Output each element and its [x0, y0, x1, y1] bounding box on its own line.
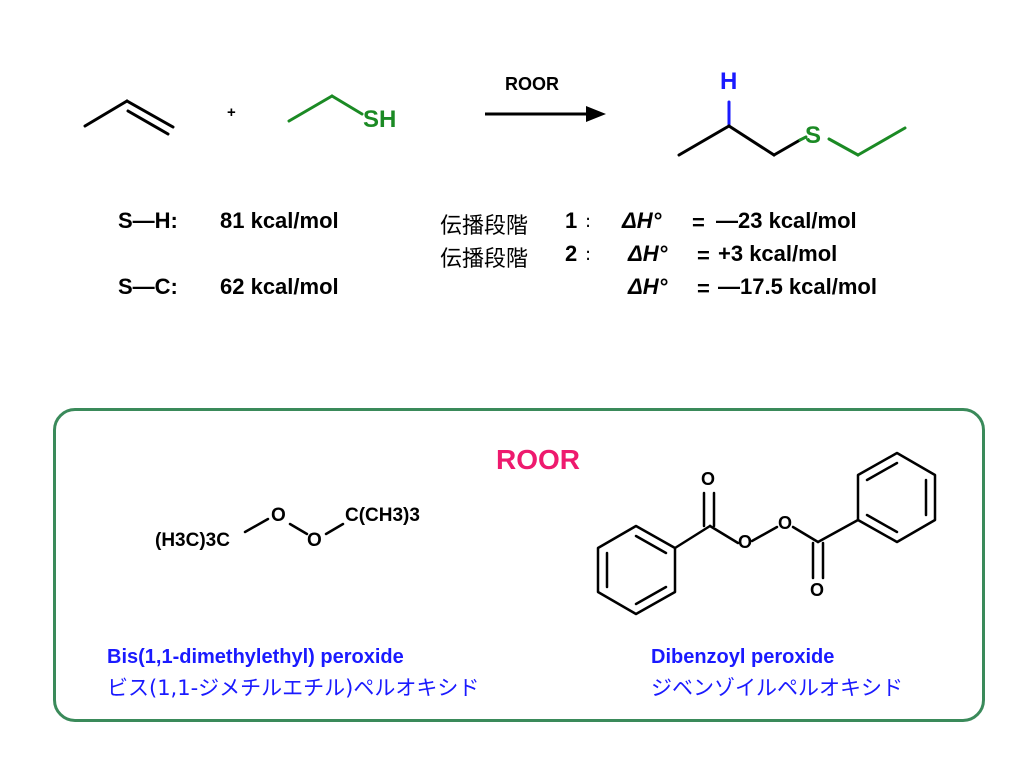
equals-sign: = [692, 210, 705, 235]
step-separator: : [585, 244, 592, 265]
delta-h-symbol: ΔH° [628, 274, 668, 299]
bond-label: S—C: [118, 274, 178, 299]
enthalpy-value: —17.5 kcal/mol [718, 274, 877, 299]
delta-h-symbol: ΔH° [622, 208, 662, 233]
bond-value: 62 kcal/mol [220, 274, 339, 299]
peroxide1-oxygen-1: O [271, 505, 286, 526]
roor-title: ROOR [496, 444, 580, 475]
propene-structure [83, 99, 175, 136]
dibenzoyl-peroxide-bonds [596, 451, 937, 616]
product-sulfur-label: S [805, 122, 822, 149]
peroxide2-bridge-oxygen-1: O [738, 532, 753, 552]
bond-value: 81 kcal/mol [220, 208, 339, 233]
reaction-arrow [485, 106, 606, 122]
equals-sign: = [697, 243, 710, 268]
arrow-reagent-label: ROOR [505, 74, 559, 94]
right-tbutyl-group: C(CH3)3 [345, 505, 420, 526]
left-tbutyl-group: (H3C)3C [155, 530, 230, 551]
enthalpy-value: +3 kcal/mol [718, 241, 838, 266]
equals-sign: = [697, 276, 710, 301]
peroxide1-oxygen-2: O [307, 530, 322, 551]
peroxide1-name-en: Bis(1,1-dimethylethyl) peroxide [107, 646, 404, 668]
peroxide2-bridge-oxygen-2: O [778, 513, 793, 533]
peroxide2-name-en: Dibenzoyl peroxide [651, 646, 835, 668]
step-label: 伝播段階 [440, 247, 529, 272]
bond-label: S—H: [118, 208, 178, 233]
step-separator: : [585, 211, 592, 232]
step-label: 伝播段階 [440, 214, 529, 239]
product-structure [677, 100, 907, 157]
thiol-sh-label: SH [363, 106, 397, 133]
peroxide2-name-jp: ジベンゾイルペルオキシド [651, 676, 903, 700]
peroxide1-name-jp: ビス(1,1-ジメチルエチル)ペルオキシド [107, 676, 480, 700]
roor-examples-box [53, 408, 985, 722]
step-number: 2 [565, 241, 578, 266]
peroxide2-carbonyl-oxygen-bottom: O [810, 580, 825, 600]
enthalpy-value: —23 kcal/mol [716, 208, 857, 233]
product-hydrogen-label: H [720, 68, 738, 95]
peroxide2-carbonyl-oxygen-top: O [701, 469, 716, 489]
delta-h-symbol: ΔH° [628, 241, 668, 266]
ethanethiol-structure [287, 94, 364, 123]
step-number: 1 [565, 208, 578, 233]
di-tert-butyl-peroxide-bonds [243, 517, 345, 536]
plus-sign: + [227, 104, 236, 121]
